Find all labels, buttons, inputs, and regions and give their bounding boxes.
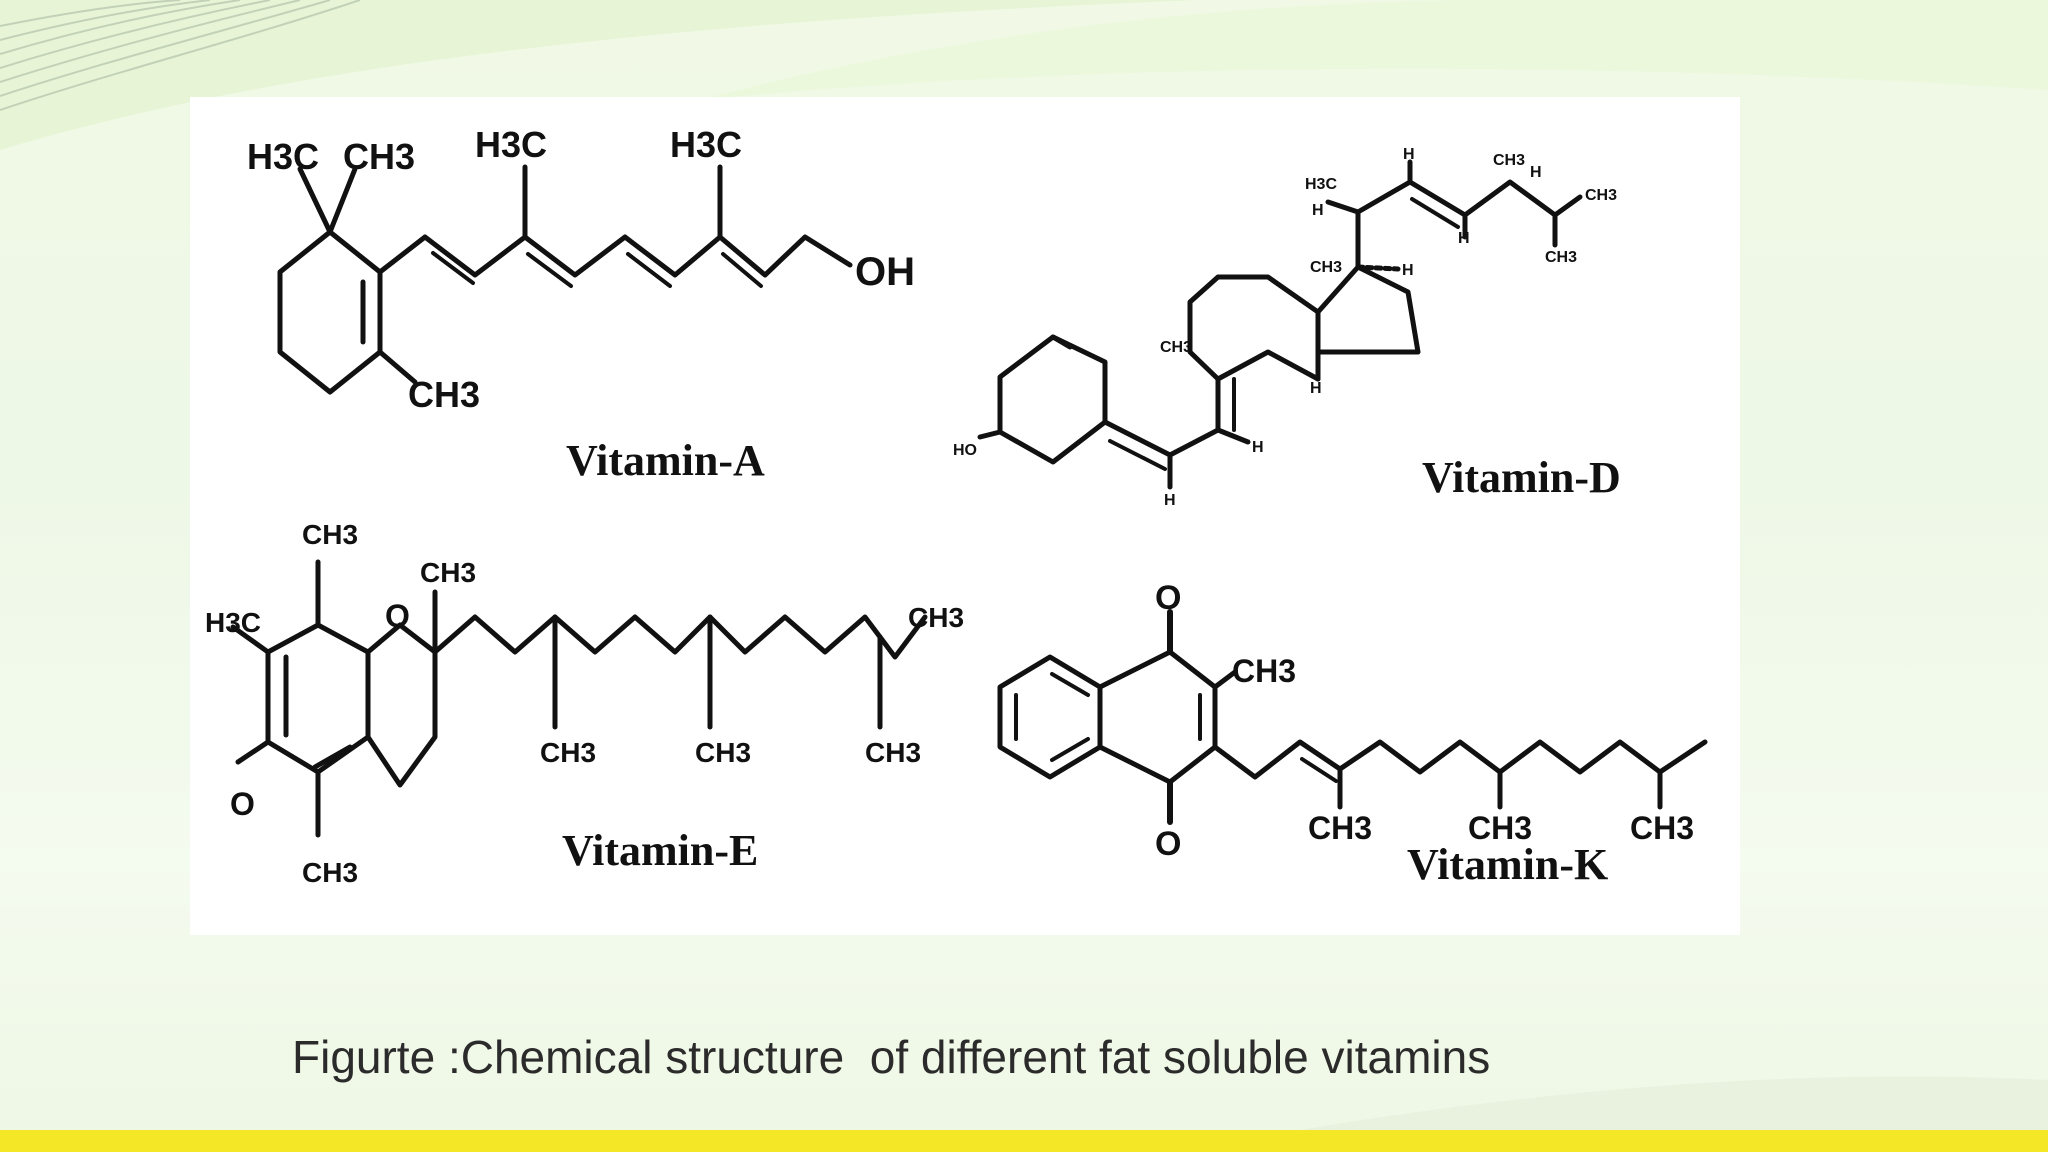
atom-oh: OH — [855, 250, 915, 294]
atom-o: O — [1155, 579, 1181, 617]
vitamin-d-label: Vitamin-D — [1422, 453, 1621, 502]
chemical-structures-diagram: H3C CH3 H3C H3C OH CH3 Vitamin-A — [205, 124, 1708, 889]
vitamin-a-structure — [277, 164, 853, 395]
atom-ch3: CH3 — [408, 374, 480, 415]
atom-h3c: H3C — [670, 124, 742, 165]
vitamin-e-atom-labels: CH3 H3C O CH3 CH3 O CH3 CH3 CH3 CH3 — [205, 519, 964, 888]
figure-caption: Figurte :Chemical structure of different… — [292, 1031, 1491, 1083]
atom-h: H — [1164, 492, 1176, 509]
atom-o: O — [230, 786, 255, 822]
accent-bar — [0, 1130, 2048, 1152]
vitamin-d-structure — [977, 159, 1583, 490]
atom-ch3: CH3 — [302, 519, 358, 550]
atom-ch3: CH3 — [1493, 152, 1525, 169]
atom-h: H — [1530, 164, 1542, 181]
atom-h: H — [1403, 146, 1415, 163]
atom-h: H — [1458, 230, 1470, 247]
atom-ch3: CH3 — [1232, 653, 1296, 689]
atom-ch3: CH3 — [865, 737, 921, 768]
atom-ch3: CH3 — [302, 857, 358, 888]
vitamin-k-atom-labels: O CH3 O CH3 CH3 CH3 — [1155, 579, 1694, 863]
atom-ho: HO — [953, 442, 977, 459]
atom-ch3: CH3 — [1468, 810, 1532, 846]
atom-ch3: CH3 — [1585, 187, 1617, 204]
atom-ch3: CH3 — [1545, 249, 1577, 266]
atom-h3c: H3C — [475, 124, 547, 165]
vitamin-a-atom-labels: H3C CH3 H3C H3C OH CH3 — [247, 124, 915, 415]
atom-h: H — [1310, 380, 1322, 397]
atom-o: O — [1155, 825, 1181, 863]
atom-ch3: CH3 — [1308, 810, 1372, 846]
vitamin-a-label: Vitamin-A — [566, 436, 765, 485]
atom-h3c: H3C — [247, 136, 319, 177]
atom-h: H — [1402, 262, 1414, 279]
atom-h: H — [1252, 439, 1264, 456]
atom-o: O — [385, 598, 410, 634]
vitamin-e-structure — [230, 559, 928, 838]
atom-ch3: CH3 — [420, 557, 476, 588]
vitamin-k-structure — [997, 609, 1708, 825]
vitamin-d-atom-labels: H3C H H CH3 H CH3 CH3 CH3 H H CH3 H H H … — [953, 146, 1617, 509]
atom-h3c: H3C — [205, 607, 261, 638]
atom-ch3: CH3 — [695, 737, 751, 768]
atom-h3c: H3C — [1305, 176, 1337, 193]
atom-ch3: CH3 — [1310, 259, 1342, 276]
atom-h: H — [1312, 202, 1324, 219]
vitamin-k-label: Vitamin-K — [1407, 840, 1608, 889]
atom-ch3: CH3 — [908, 602, 964, 633]
atom-ch3: CH3 — [1630, 810, 1694, 846]
atom-ch3: CH3 — [540, 737, 596, 768]
figure-panel: H3C CH3 H3C H3C OH CH3 Vitamin-A — [190, 97, 1740, 935]
vitamin-e-label: Vitamin-E — [562, 826, 758, 875]
atom-ch3: CH3 — [343, 136, 415, 177]
atom-ch3: CH3 — [1160, 339, 1192, 356]
